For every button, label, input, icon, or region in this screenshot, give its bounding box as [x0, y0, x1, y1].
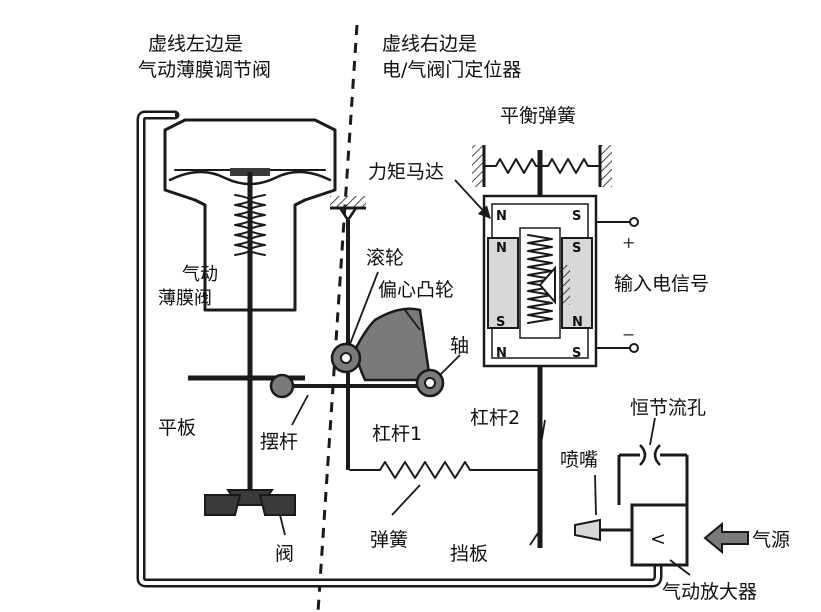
- heading-left-line2: 气动薄膜调节阀: [138, 59, 271, 81]
- divider-dashed-line: [316, 24, 359, 612]
- label-amplifier: 气动放大器: [662, 581, 757, 603]
- swing-rod-pivot: [269, 373, 295, 399]
- pole-s-right: S: [572, 241, 581, 256]
- plus-sign: +: [622, 233, 635, 252]
- heading-right-line2: 电/气阀门定位器: [382, 59, 521, 81]
- roller-center: [340, 352, 352, 364]
- label-diaphragm-valve-2: 薄膜阀: [158, 288, 212, 309]
- label-balance-spring: 平衡弹簧: [500, 105, 576, 127]
- label-input-signal: 输入电信号: [614, 273, 709, 295]
- pole-n-left: N: [496, 241, 507, 256]
- cam-shaft-center: [424, 377, 436, 389]
- label-eccentric-cam: 偏心凸轮: [378, 279, 454, 301]
- label-lever2: 杠杆2: [470, 407, 520, 429]
- label-air-source: 气源: [752, 529, 790, 551]
- nozzle: [574, 518, 632, 542]
- label-roller: 滚轮: [366, 247, 404, 269]
- label-flapper: 挡板: [450, 543, 488, 565]
- leader-lines: [279, 179, 691, 576]
- balance-spring: [472, 145, 612, 187]
- label-lever1: 杠杆1: [372, 423, 422, 445]
- label-torque-motor: 力矩马达: [368, 161, 444, 183]
- label-spring: 弹簧: [370, 529, 408, 551]
- label-diaphragm-valve-1: 气动: [182, 264, 218, 285]
- eccentric-cam: [353, 307, 432, 382]
- pneumatic-amplifier: <: [617, 444, 689, 567]
- pole-n-right: N: [572, 315, 583, 330]
- pole-n-top: N: [496, 209, 507, 224]
- input-terminals: + −: [596, 217, 639, 353]
- label-nozzle: 喷嘴: [560, 449, 598, 471]
- heading-right-line1: 虚线右边是: [382, 33, 477, 55]
- feedback-spring: [349, 461, 541, 479]
- minus-sign: −: [622, 325, 635, 344]
- air-source-arrow: [703, 521, 749, 555]
- air-pipe-loop-inner: [139, 113, 660, 585]
- label-orifice: 恒节流孔: [630, 397, 706, 419]
- heading-left-line1: 虚线左边是: [148, 33, 243, 55]
- label-plate: 平板: [158, 417, 196, 439]
- torque-motor: N S N S S N N S: [482, 194, 598, 368]
- pole-s-left: S: [496, 315, 505, 330]
- label-valve: 阀: [275, 543, 294, 565]
- label-shaft: 轴: [450, 335, 469, 357]
- pole-s-bottom: S: [572, 346, 581, 361]
- valve-body: [204, 489, 296, 516]
- pole-n-bottom: N: [496, 346, 507, 361]
- amplifier-symbol: <: [650, 528, 666, 550]
- pole-s-top: S: [572, 209, 581, 224]
- lever1-pivot-mount: [330, 196, 366, 222]
- label-swing-rod: 摆杆: [260, 431, 298, 453]
